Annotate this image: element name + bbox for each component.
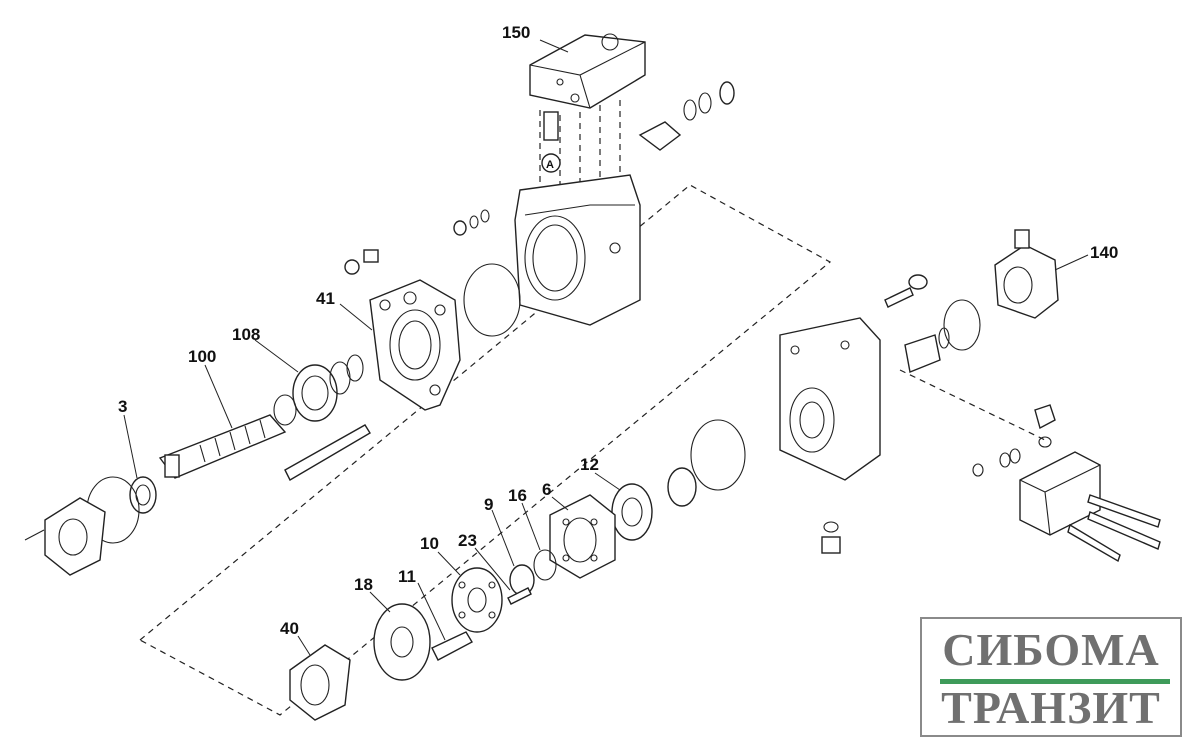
part-150-regulator: [529, 33, 646, 141]
drain-plug: [821, 521, 841, 554]
label-11: 11: [398, 567, 416, 586]
valve-block: [972, 404, 1161, 563]
label-40: 40: [280, 619, 299, 638]
label-100: 100: [188, 347, 216, 366]
part-40-cradle: [289, 644, 351, 721]
rear-cover: [779, 317, 881, 481]
end-cover: [24, 497, 106, 576]
label-16: 16: [508, 486, 527, 505]
part-16-ring: [533, 549, 557, 581]
label-18: 18: [354, 575, 373, 594]
housing-o-ring: [463, 263, 521, 337]
assembly-dashed-outline-main: [138, 184, 832, 716]
logo-line-1: СИБОМА: [942, 624, 1160, 675]
label-detail-a: A: [546, 159, 554, 171]
logo-accent-bar: [940, 679, 1170, 684]
part-41-flange: [369, 279, 461, 411]
rear-bearing: [904, 299, 981, 373]
part-12-valve-plate: [611, 419, 746, 541]
detail-a-marker: [541, 153, 561, 173]
long-bolt: [284, 424, 371, 481]
part-10-retainer-plate: [451, 567, 503, 633]
company-logo: СИБОМА ТРАНЗИТ: [920, 617, 1182, 737]
label-108: 108: [232, 325, 260, 344]
label-150: 150: [502, 23, 530, 42]
part-140-gear-pump: [884, 229, 1059, 319]
label-12: 12: [580, 455, 599, 474]
logo-line-2: ТРАНЗИТ: [941, 682, 1161, 733]
label-10: 10: [420, 534, 439, 553]
part-23-spring: [507, 587, 532, 605]
part-6-cylinder-block: [549, 494, 616, 579]
part-18-swash-plate: [373, 603, 431, 681]
label-140: 140: [1090, 243, 1118, 262]
label-3: 3: [118, 397, 127, 416]
label-23: 23: [458, 531, 477, 550]
part-100-shaft: [158, 414, 287, 479]
pump-housing: [514, 174, 641, 326]
part-108-bearing: [273, 354, 364, 426]
pressure-fitting: [638, 81, 735, 151]
label-41: 41: [316, 289, 335, 308]
assembly-dashed-outline-right: [899, 369, 1046, 441]
label-6: 6: [542, 480, 551, 499]
assembly-dashed-outline-top: [539, 100, 621, 205]
part-11-piston: [431, 631, 473, 661]
label-9: 9: [484, 495, 493, 514]
plug-screws: [344, 209, 490, 275]
